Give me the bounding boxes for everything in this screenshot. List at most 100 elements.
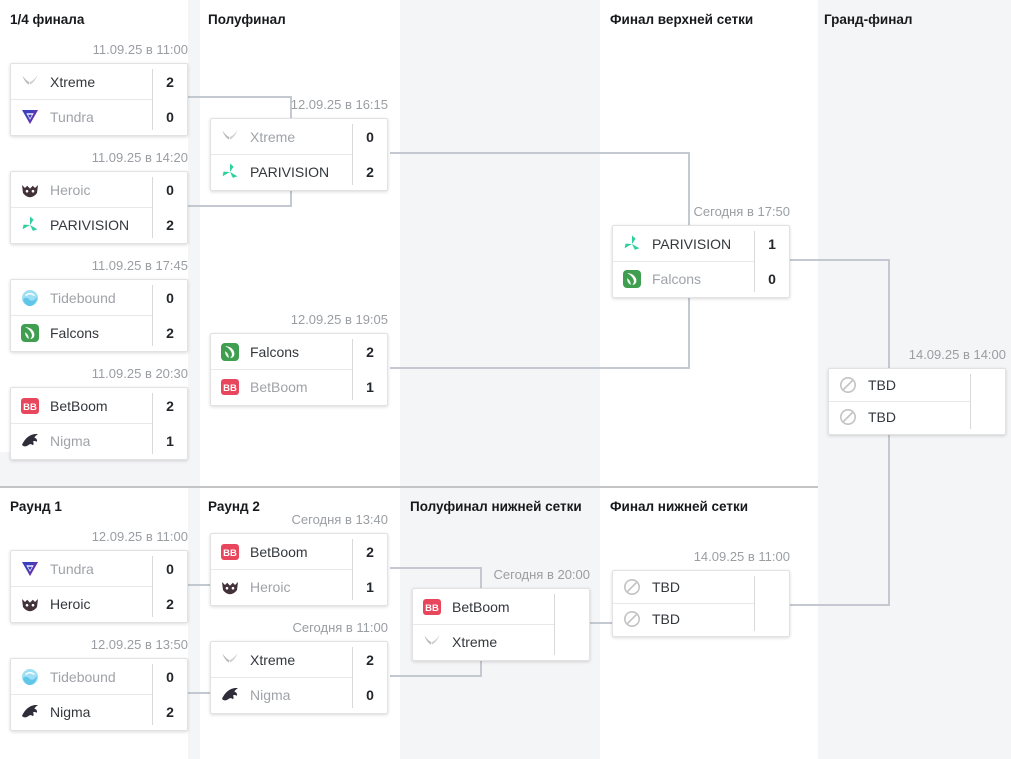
falcons-logo-icon xyxy=(622,269,642,289)
parivision-logo-icon xyxy=(220,162,240,182)
score-separator xyxy=(152,393,153,454)
team-name: Xtreme xyxy=(250,128,296,145)
round-label-lb-round2: Раунд 2 xyxy=(208,499,260,514)
team-score: 2 xyxy=(166,216,174,233)
team-name: Heroic xyxy=(50,595,91,612)
match-date: 14.09.25 в 14:00 xyxy=(908,347,1006,362)
betboom-logo-icon: BB xyxy=(20,396,40,416)
parivision-logo-icon xyxy=(20,215,40,235)
match-card-lb-round2-1[interactable]: Сегодня в 13:40 BB BetBoom 2 Heroic 1 xyxy=(210,512,388,606)
match-date: 14.09.25 в 11:00 xyxy=(693,549,790,564)
connector-line xyxy=(390,675,482,677)
team-name: Tidebound xyxy=(50,289,116,306)
team-score: 1 xyxy=(166,432,174,449)
match-card-quarterfinal-3[interactable]: 11.09.25 в 17:45 Tidebound 0 Falcons 2 xyxy=(10,258,188,352)
match-date: Сегодня в 20:00 xyxy=(493,567,590,582)
round-label-quarterfinal: 1/4 финала xyxy=(10,12,85,27)
score-separator xyxy=(352,539,353,600)
match-card-quarterfinal-4[interactable]: 11.09.25 в 20:30 BB BetBoom 2 Nigma 1 xyxy=(10,366,188,460)
betboom-logo-icon: BB xyxy=(220,542,240,562)
match-card-quarterfinal-1[interactable]: 11.09.25 в 11:00 Xtreme 2 Tundra 0 xyxy=(10,42,188,136)
heroic-logo-icon xyxy=(220,577,240,597)
team-score: 2 xyxy=(166,73,174,90)
row-separator xyxy=(211,369,353,370)
team-score: 0 xyxy=(166,108,174,125)
tundra-logo-icon xyxy=(20,559,40,579)
nigma-logo-icon xyxy=(220,685,240,705)
row-separator xyxy=(11,586,153,587)
team-name: Xtreme xyxy=(250,651,296,668)
match-card-quarterfinal-2[interactable]: 11.09.25 в 14:20 Heroic 0 PARIVISION 2 xyxy=(10,150,188,244)
team-score: 0 xyxy=(166,560,174,577)
team-name: BetBoom xyxy=(250,378,308,395)
tbd-icon xyxy=(622,609,642,629)
match-card-lb-round1-1[interactable]: 12.09.25 в 11:00 Tundra 0 Heroic 2 xyxy=(10,529,188,623)
match-date: 11.09.25 в 17:45 xyxy=(91,258,188,273)
row-separator xyxy=(211,677,353,678)
row-separator xyxy=(613,603,755,604)
nigma-logo-icon xyxy=(20,702,40,722)
connector-line xyxy=(390,367,690,369)
team-name: Nigma xyxy=(50,703,91,720)
row-separator xyxy=(11,423,153,424)
score-separator xyxy=(754,576,755,631)
team-score: 0 xyxy=(366,128,374,145)
team-name: Heroic xyxy=(50,181,91,198)
tbd-icon xyxy=(838,375,858,395)
score-separator xyxy=(352,124,353,185)
team-name: BetBoom xyxy=(50,397,108,414)
match-card-grand-final[interactable]: 14.09.25 в 14:00 TBD TBD xyxy=(828,347,1006,435)
match-card-semifinal-2[interactable]: 12.09.25 в 19:05 Falcons 2 BB BetBoom 1 xyxy=(210,312,388,406)
team-score: 2 xyxy=(366,163,374,180)
match-card-lb-final[interactable]: 14.09.25 в 11:00 TBD TBD xyxy=(612,549,790,637)
score-separator xyxy=(152,285,153,346)
round-label-upper-final: Финал верхней сетки xyxy=(610,12,754,27)
match-card-lb-round2-2[interactable]: Сегодня в 11:00 Xtreme 2 Nigma 0 xyxy=(210,620,388,714)
match-date: 11.09.25 в 14:20 xyxy=(91,150,188,165)
match-card-semifinal-1[interactable]: 12.09.25 в 16:15 Xtreme 0 PARIVISION 2 xyxy=(210,97,388,191)
team-name: Heroic xyxy=(250,578,291,595)
team-name: Tundra xyxy=(50,560,94,577)
team-score: 1 xyxy=(366,578,374,595)
tbd-icon xyxy=(838,407,858,427)
parivision-logo-icon xyxy=(622,234,642,254)
score-separator xyxy=(554,594,555,655)
xtreme-logo-icon xyxy=(422,632,442,652)
team-name: TBD xyxy=(868,409,896,425)
match-date: 11.09.25 в 20:30 xyxy=(91,366,188,381)
round-label-semifinal: Полуфинал xyxy=(208,12,286,27)
round-label-lb-round1: Раунд 1 xyxy=(10,499,62,514)
svg-text:BB: BB xyxy=(223,548,237,559)
match-card-lb-round1-2[interactable]: 12.09.25 в 13:50 Tidebound 0 Nigma 2 xyxy=(10,637,188,731)
team-score: 0 xyxy=(166,181,174,198)
team-score: 2 xyxy=(366,543,374,560)
team-name: Tundra xyxy=(50,108,94,125)
svg-text:BB: BB xyxy=(23,402,37,413)
team-name: PARIVISION xyxy=(250,163,330,180)
connector-line xyxy=(790,259,890,261)
team-score: 0 xyxy=(768,270,776,287)
match-date: 12.09.25 в 19:05 xyxy=(290,312,388,327)
row-separator xyxy=(11,207,153,208)
score-separator xyxy=(152,69,153,130)
tbd-icon xyxy=(622,577,642,597)
bracket-section-divider xyxy=(0,486,818,488)
team-name: Falcons xyxy=(50,324,100,341)
connector-line xyxy=(188,584,216,586)
match-card-lb-semifinal[interactable]: Сегодня в 20:00 BB BetBoom Xtreme xyxy=(412,567,590,661)
connector-line xyxy=(390,567,482,569)
match-date: 11.09.25 в 11:00 xyxy=(92,42,188,57)
team-score: 2 xyxy=(166,595,174,612)
team-name: Xtreme xyxy=(50,73,96,90)
team-name: Nigma xyxy=(50,432,91,449)
match-card-upper-final[interactable]: Сегодня в 17:50 PARIVISION 1 Falcons 0 xyxy=(612,204,790,298)
team-score: 0 xyxy=(366,686,374,703)
betboom-logo-icon: BB xyxy=(422,597,442,617)
connector-line xyxy=(188,692,216,694)
row-separator xyxy=(829,401,971,402)
team-name: Falcons xyxy=(652,270,702,287)
score-separator xyxy=(152,664,153,725)
team-score: 2 xyxy=(366,343,374,360)
team-name: Tidebound xyxy=(50,668,116,685)
team-score: 1 xyxy=(768,235,776,252)
